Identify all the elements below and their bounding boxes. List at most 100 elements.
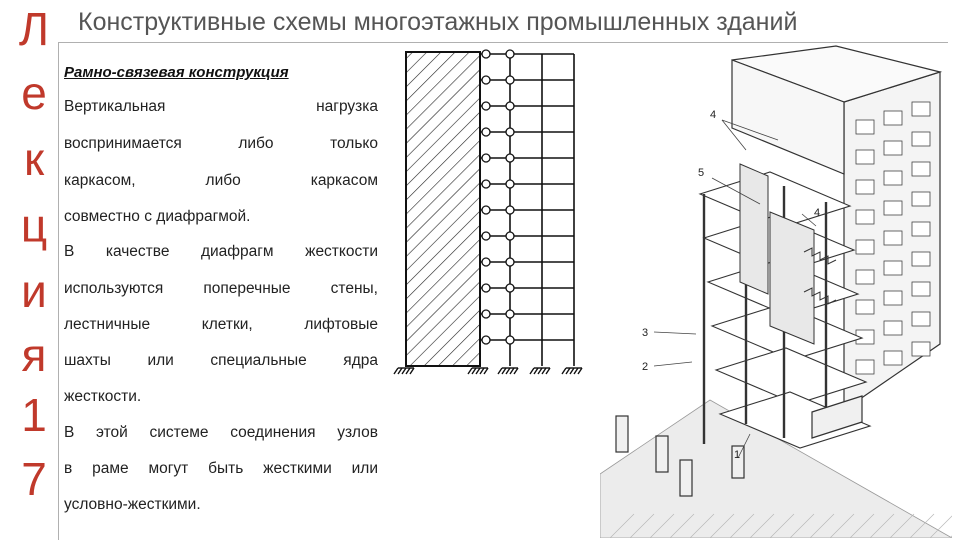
ground-hatch-line: [769, 513, 795, 538]
support-hatch: [537, 367, 543, 375]
callout-label: 3: [642, 327, 648, 339]
body-line: используются поперечные стены,: [64, 280, 378, 297]
facade-window: [911, 311, 931, 327]
facade-window: [911, 251, 931, 267]
hinge-node: [505, 257, 515, 267]
facade-window: [883, 110, 903, 126]
facade-window: [855, 359, 875, 375]
facade-window: [883, 140, 903, 156]
body-line: В качестве диафрагм жесткости: [64, 243, 378, 260]
facade-window: [911, 341, 931, 357]
frame-diaphragm-scheme: [393, 49, 583, 375]
ground-hatch-line: [809, 513, 835, 538]
support-hatch: [409, 367, 415, 375]
hinge-node: [481, 309, 491, 319]
hinge-node: [505, 101, 515, 111]
facade-window: [855, 299, 875, 315]
ground-hatch-line: [849, 513, 875, 538]
callout-labels: 4 5 4 3 2 1: [642, 109, 820, 461]
support-hatch: [513, 367, 519, 375]
ground-hatch-line: [829, 513, 855, 538]
facade-window: [855, 269, 875, 285]
body-line: шахты или специальные ядра: [64, 352, 378, 369]
ground-hatch-line: [889, 513, 915, 538]
hinge-node: [481, 153, 491, 163]
callout-label: 1: [734, 449, 740, 461]
support-hatch: [569, 367, 575, 375]
ground-hatch-line: [609, 513, 635, 538]
side-letter: ц: [20, 199, 48, 251]
body-line: воспринимается либо только: [64, 135, 378, 152]
ground-hatch-line: [649, 513, 675, 538]
hinge-node: [481, 205, 491, 215]
frame-left-border: [58, 42, 59, 540]
facade-windows: [855, 101, 931, 375]
body-line: В этой системе соединения узлов: [64, 424, 378, 441]
body-line: лестничные клетки, лифтовые: [64, 316, 378, 333]
hinge-node: [481, 231, 491, 241]
foundation-footings: [615, 395, 863, 497]
hinge-node: [481, 283, 491, 293]
support-hatch: [405, 367, 411, 375]
title-divider: [58, 42, 948, 43]
support-hatch: [533, 367, 539, 375]
facade-window: [883, 290, 903, 306]
hinge-node: [505, 309, 515, 319]
diaphragm-panels: [739, 163, 815, 345]
facade-window: [883, 230, 903, 246]
ground-hatch-line: [749, 513, 775, 538]
body-line: условно-жесткими.: [64, 496, 201, 513]
support-hatch: [573, 367, 579, 375]
body-line: в раме могут быть жесткими или: [64, 460, 378, 477]
support-hatch: [483, 367, 489, 375]
facade-window: [855, 179, 875, 195]
support-hatch: [397, 367, 403, 375]
facade-window: [911, 161, 931, 177]
facade-window: [855, 239, 875, 255]
support-hatch: [529, 367, 535, 375]
facade-window: [911, 281, 931, 297]
support-hatch: [471, 367, 477, 375]
hinge-node: [505, 153, 515, 163]
side-letter: к: [23, 133, 45, 185]
support-hatch: [501, 367, 507, 375]
facade-window: [855, 209, 875, 225]
body-line: Вертикальная нагрузка: [64, 98, 378, 115]
side-letter: Л: [18, 3, 50, 55]
ground-hatching: [609, 513, 952, 538]
section-subheading: Рамно-связевая конструкция: [64, 64, 289, 81]
ground-hatch-line: [629, 513, 655, 538]
hinge-node: [481, 75, 491, 85]
ground-plane: [600, 399, 952, 538]
side-letter: я: [21, 329, 47, 381]
floor-slab: [714, 347, 868, 405]
facade-window: [911, 191, 931, 207]
hinge-node: [481, 49, 491, 59]
facade-window: [855, 149, 875, 165]
hinge-node: [481, 127, 491, 137]
facade-window: [883, 350, 903, 366]
ground-hatch-line: [709, 513, 735, 538]
ground-hatch-line: [929, 515, 952, 538]
support-hatch: [565, 367, 571, 375]
ground-hatch-line: [689, 513, 715, 538]
callout-label: 5: [698, 167, 704, 179]
support-hatch: [497, 367, 503, 375]
facade-window: [883, 170, 903, 186]
ground-hatch-line: [869, 513, 895, 538]
side-letter: 1: [21, 389, 47, 441]
support-hatch: [475, 367, 481, 375]
ground-hatch-line: [789, 513, 815, 538]
building-upper-left-face: [731, 59, 845, 175]
hinge-node: [481, 335, 491, 345]
hinge-node: [505, 75, 515, 85]
stair-core: [803, 247, 837, 305]
hinge-node: [481, 179, 491, 189]
support-hatch: [541, 367, 547, 375]
hinge-node: [505, 205, 515, 215]
support-marks: [393, 367, 583, 375]
support-hatch: [545, 367, 551, 375]
body-line: жесткости.: [64, 388, 142, 405]
callout-label: 2: [642, 361, 648, 373]
ground-hatch-line: [669, 513, 695, 538]
